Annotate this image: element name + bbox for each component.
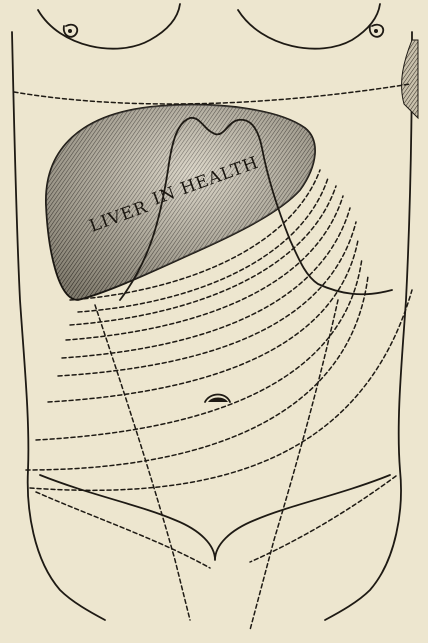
- left-nipple-icon: [64, 25, 78, 37]
- rib-line-9: [26, 276, 368, 470]
- inguinal-line-right: [250, 476, 396, 562]
- armpit-shading: [402, 40, 418, 118]
- right-breast-outline: [238, 4, 380, 49]
- upper-rib-line: [14, 84, 410, 104]
- vertical-line-right: [250, 300, 338, 630]
- rib-line-10: [30, 290, 412, 490]
- vertical-line-left: [95, 305, 190, 620]
- pelvis-outline: [40, 475, 390, 560]
- torso-left-outline: [12, 32, 105, 620]
- liver-shading-overlay: [46, 105, 315, 300]
- left-breast-outline: [38, 4, 180, 49]
- inguinal-line-left: [36, 492, 210, 568]
- right-nipple-icon: [370, 25, 384, 37]
- navel-icon: [205, 395, 230, 403]
